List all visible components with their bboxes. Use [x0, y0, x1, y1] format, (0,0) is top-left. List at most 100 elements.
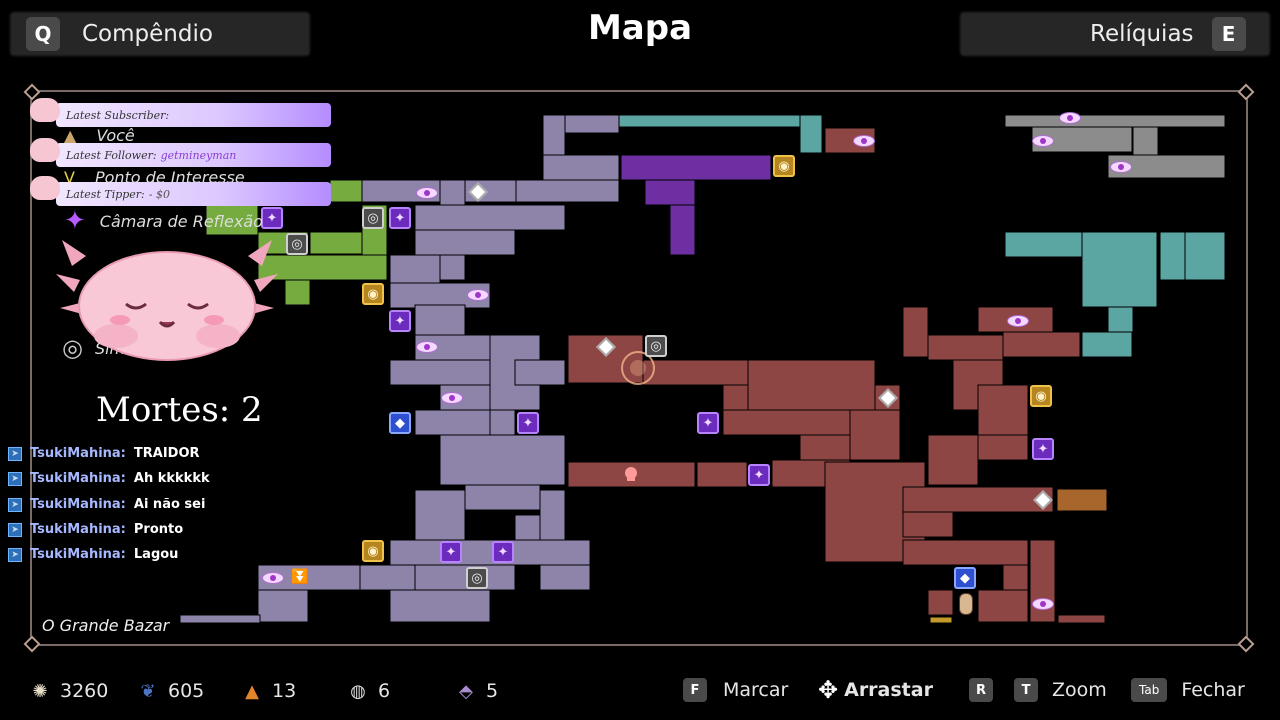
legend-label: Você — [96, 126, 135, 145]
q-key: Q — [26, 17, 60, 51]
compendium-button[interactable]: Q Compêndio — [26, 14, 213, 54]
legend-label: Câmara de Reflexão — [99, 211, 263, 231]
chat-badge-icon: ➤ — [8, 446, 22, 461]
axolotl-mini-icon — [30, 176, 60, 200]
chat-username: TsukiMahina: — [30, 547, 126, 562]
region-name: O Grande Bazar — [42, 616, 170, 635]
reflection-chamber-icon[interactable]: ✦ — [517, 412, 539, 434]
chat-badge-icon: ➤ — [8, 522, 22, 537]
latest-subscriber-banner: Latest Subscriber: — [56, 103, 331, 127]
reflection-chamber-icon[interactable]: ✦ — [697, 412, 719, 434]
resource-value: 6 — [378, 680, 391, 702]
resource-crystals: ⬘ 5 — [456, 680, 498, 702]
bread-icon: ◍ — [350, 680, 366, 702]
relics-button[interactable]: Relíquias E — [1090, 14, 1246, 54]
map-gate-icon[interactable]: ◉ — [362, 540, 384, 562]
blue-eye-icon[interactable]: ◆ — [389, 412, 411, 434]
mark-hint[interactable]: F Marcar — [683, 678, 788, 702]
crystal-icon: ⬘ — [459, 680, 473, 702]
resource-value: 605 — [168, 680, 205, 702]
death-counter: Mortes: 2 — [96, 390, 263, 430]
f-key: F — [683, 678, 707, 702]
resource-value: 5 — [486, 680, 499, 702]
feather-icon: ❦ — [140, 680, 156, 702]
axolotl-mini-icon — [30, 98, 60, 122]
reflection-chamber-icon[interactable]: ✦ — [389, 207, 411, 229]
axolotl-mini-icon — [30, 138, 60, 162]
page-title: Mapa — [587, 8, 693, 48]
relic-egg-icon — [959, 593, 973, 615]
eye-icon — [853, 135, 875, 147]
eye-icon — [1110, 161, 1132, 173]
follower-value: getmineyman — [160, 148, 237, 162]
eye-icon — [1059, 112, 1081, 124]
spiral-symbol-icon[interactable]: ◎ — [645, 335, 667, 357]
zoom-label: Zoom — [1052, 679, 1107, 701]
reflection-chamber-icon[interactable]: ✦ — [440, 541, 462, 563]
map-gate-icon[interactable]: ◉ — [773, 155, 795, 177]
eye-icon — [262, 572, 284, 584]
axolotl-mascot — [56, 240, 278, 361]
eye-icon — [467, 289, 489, 301]
legend-item-reflection-chamber: ✦ Câmara de Reflexão — [64, 208, 263, 234]
resource-shards: ▲ 13 — [242, 680, 296, 702]
subscriber-label: Latest Subscriber: — [66, 108, 170, 122]
chat-badge-icon: ➤ — [8, 471, 22, 486]
reflection-chamber-icon[interactable]: ✦ — [389, 310, 411, 332]
chevron-icon: V — [64, 168, 75, 187]
spiral-icon: ◎ — [62, 334, 83, 362]
latest-follower-banner: Latest Follower: getmineyman — [56, 143, 331, 167]
player-marker-icon: ▲ — [64, 126, 77, 145]
spiral-symbol-icon[interactable]: ◎ — [362, 207, 384, 229]
chat-text: Pronto — [133, 522, 184, 537]
reflection-chamber-icon[interactable]: ✦ — [748, 464, 770, 486]
move-arrows-icon: ✥ — [818, 676, 839, 704]
chat-username: TsukiMahina: — [30, 522, 126, 537]
chat-text: Ai não sei — [133, 497, 206, 512]
sparkle-star-icon: ✦ — [64, 206, 86, 236]
point-of-interest-icon: ⏬ — [291, 569, 309, 585]
map-gate-icon[interactable]: ◉ — [362, 283, 384, 305]
chat-message: ➤ TsukiMahina: TRAIDOR — [8, 446, 200, 461]
reflection-chamber-icon[interactable]: ✦ — [492, 541, 514, 563]
resource-bones: ✺ 3260 — [30, 680, 108, 702]
eye-icon — [441, 392, 463, 404]
chat-message: ➤ TsukiMahina: Lagou — [8, 547, 178, 562]
legend-item-you: ▲ Você — [64, 126, 135, 145]
e-key: E — [1211, 17, 1246, 51]
eye-icon — [1032, 598, 1054, 610]
map-frame — [23, 83, 1255, 653]
resource-value: 13 — [272, 680, 297, 702]
chat-username: TsukiMahina: — [30, 446, 126, 461]
spiral-symbol-icon[interactable]: ◎ — [466, 567, 488, 589]
blue-eye-icon[interactable]: ◆ — [954, 567, 976, 589]
map-gate-icon[interactable]: ◉ — [1030, 385, 1052, 407]
chat-badge-icon: ➤ — [8, 547, 22, 562]
chat-message: ➤ TsukiMahina: Pronto — [8, 522, 183, 537]
t-key: T — [1014, 678, 1038, 702]
compendium-label: Compêndio — [82, 21, 213, 47]
chat-username: TsukiMahina: — [30, 471, 126, 486]
reflection-chamber-icon[interactable]: ✦ — [261, 207, 283, 229]
chat-text: TRAIDOR — [133, 446, 200, 461]
latest-tipper-banner: Latest Tipper: - $0 — [56, 182, 331, 206]
eye-icon — [1032, 135, 1054, 147]
close-hint[interactable]: Tab Fechar — [1131, 678, 1245, 702]
eye-icon — [416, 341, 438, 353]
chat-username: TsukiMahina: — [30, 497, 126, 512]
chat-message: ➤ TsukiMahina: Ah kkkkkk — [8, 471, 210, 486]
zoom-hint[interactable]: R T Zoom — [969, 678, 1107, 702]
tab-key: Tab — [1131, 678, 1168, 702]
chat-badge-icon: ➤ — [8, 497, 22, 512]
reflection-chamber-icon[interactable]: ✦ — [1032, 438, 1054, 460]
pyramid-shard-icon: ▲ — [245, 680, 259, 702]
chat-message: ➤ TsukiMahina: Ai não sei — [8, 497, 205, 512]
drag-hint[interactable]: ✥ Arrastar — [818, 678, 933, 702]
close-label: Fechar — [1181, 679, 1245, 701]
spiral-symbol-icon[interactable]: ◎ — [286, 233, 308, 255]
drag-label: Arrastar — [844, 679, 933, 701]
tipper-value: - $0 — [148, 187, 170, 201]
eye-icon — [416, 187, 438, 199]
bone-coin-icon: ✺ — [32, 680, 48, 702]
resource-bread: ◍ 6 — [348, 680, 390, 702]
